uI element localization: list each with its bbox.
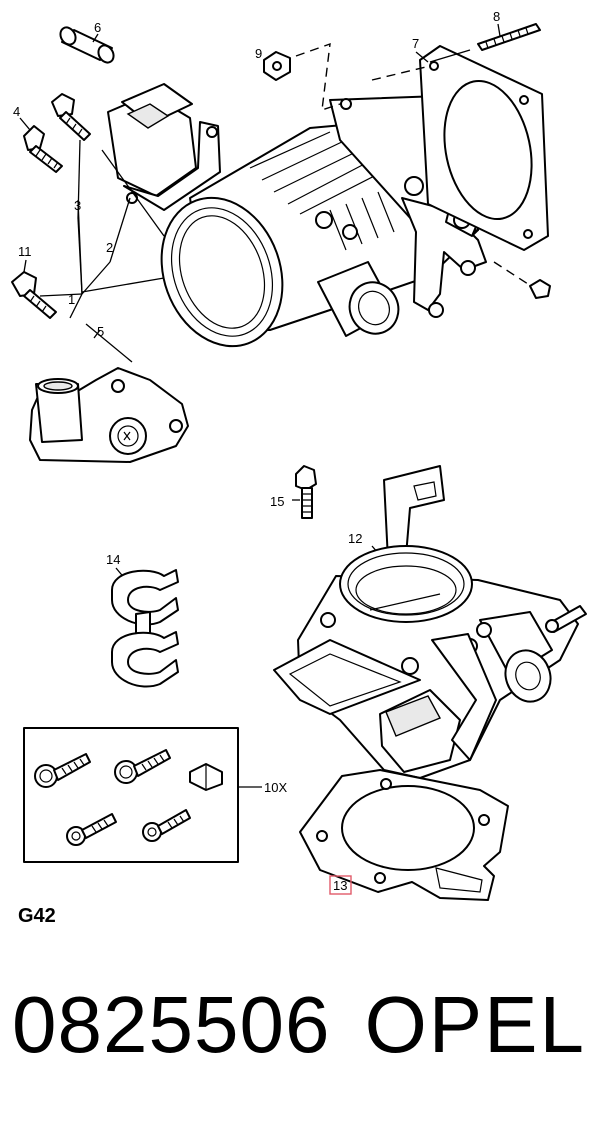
callout-13-highlight[interactable]: 13 bbox=[329, 875, 352, 895]
callout-3: 3 bbox=[74, 198, 81, 213]
callout-7: 7 bbox=[412, 36, 419, 51]
screw-kit-part-10x[interactable] bbox=[23, 727, 239, 863]
gasket-part-7[interactable] bbox=[419, 45, 549, 251]
part-number: 0825506 bbox=[12, 980, 331, 1069]
page-code: G42 bbox=[18, 905, 56, 927]
nut-right[interactable] bbox=[529, 279, 551, 299]
sensor-part-5[interactable] bbox=[29, 367, 189, 463]
callout-15: 15 bbox=[270, 494, 284, 509]
throttle-body-part-1[interactable] bbox=[142, 94, 487, 363]
clip-part-14[interactable] bbox=[111, 569, 179, 688]
brand-label: OPEL bbox=[364, 980, 586, 1069]
callout-14: 14 bbox=[106, 552, 120, 567]
bolt-part-15[interactable] bbox=[295, 465, 317, 519]
gasket-part-13[interactable] bbox=[299, 769, 509, 901]
sensor-housing-part-2[interactable] bbox=[107, 83, 221, 211]
callout-9: 9 bbox=[255, 46, 262, 61]
nut-part-9[interactable] bbox=[263, 51, 291, 81]
bolt-part-11[interactable] bbox=[11, 271, 57, 319]
callout-6: 6 bbox=[94, 20, 101, 35]
throttle-body-part-12[interactable] bbox=[273, 465, 587, 779]
bolt-part-3[interactable] bbox=[51, 93, 91, 141]
callout-2: 2 bbox=[106, 240, 113, 255]
callout-11: 11 bbox=[18, 244, 32, 259]
bolt-part-4[interactable] bbox=[23, 125, 63, 173]
callout-10x: 10X bbox=[264, 780, 287, 795]
callout-1: 1 bbox=[68, 292, 75, 307]
pin-part-6[interactable] bbox=[57, 25, 116, 66]
callout-4: 4 bbox=[13, 104, 20, 119]
callout-13: 13 bbox=[333, 878, 347, 893]
callout-8: 8 bbox=[493, 9, 500, 24]
callout-12: 12 bbox=[348, 531, 362, 546]
stud-part-8[interactable] bbox=[477, 23, 541, 51]
callout-5: 5 bbox=[97, 324, 104, 339]
